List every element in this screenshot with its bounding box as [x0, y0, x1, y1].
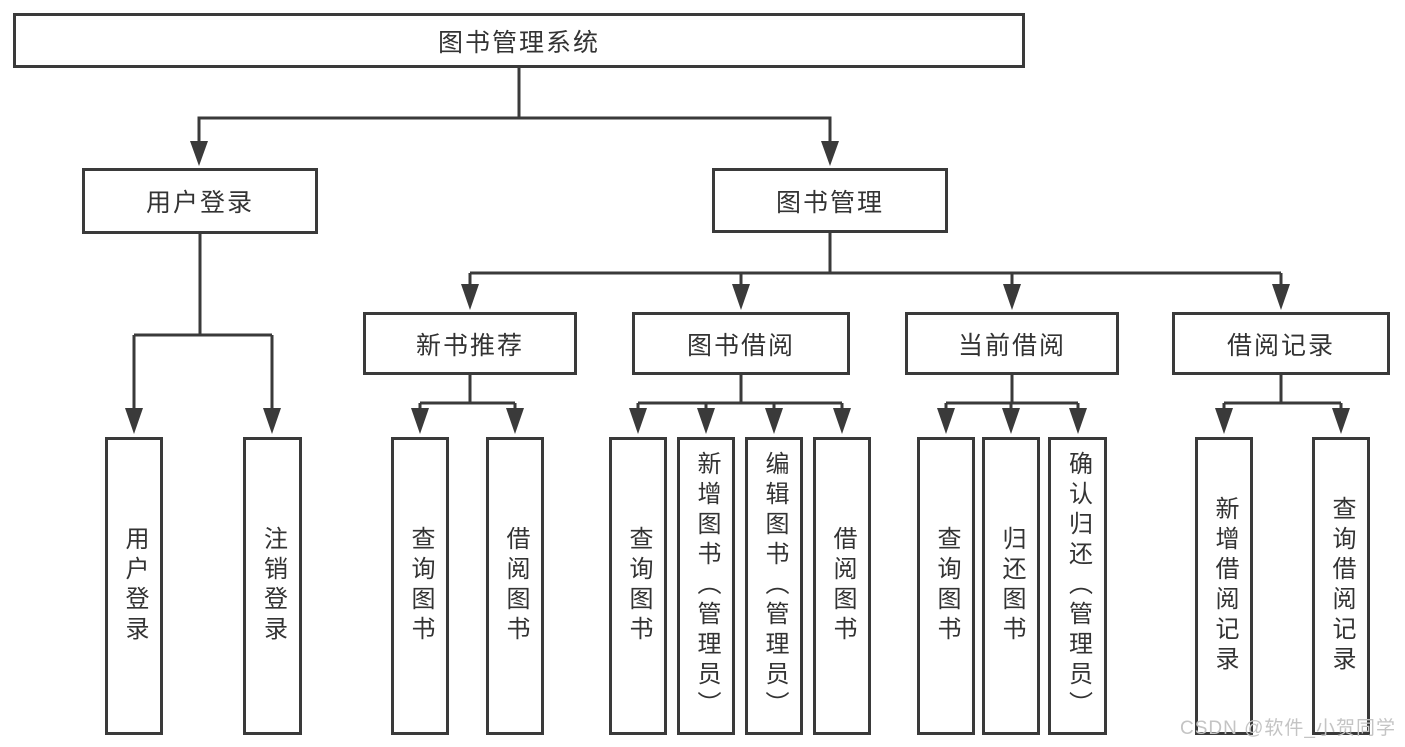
connector-book-borrow-children — [629, 375, 851, 434]
connector-root-to-level2 — [190, 68, 839, 166]
node-library-management-system: 图书管理系统 — [13, 13, 1025, 68]
leaf-search-books-recommend: 查询图书 — [391, 437, 449, 735]
leaf-confirm-return-admin: 确认归还（管理员） — [1048, 437, 1107, 735]
csdn-watermark: CSDN @软件_小贺同学 — [1180, 718, 1396, 739]
leaf-search-books-borrow: 查询图书 — [609, 437, 667, 735]
leaf-return-books: 归还图书 — [982, 437, 1040, 735]
leaf-add-borrow-record: 新增借阅记录 — [1195, 437, 1253, 735]
connector-borrow-records-children — [1215, 375, 1350, 434]
leaf-user-login: 用户登录 — [105, 437, 163, 735]
node-new-book-recommendation: 新书推荐 — [363, 312, 577, 375]
leaf-add-books-admin: 新增图书（管理员） — [677, 437, 735, 735]
node-borrowing-records: 借阅记录 — [1172, 312, 1390, 375]
connector-current-borrow-children — [937, 375, 1087, 434]
leaf-search-books-current: 查询图书 — [917, 437, 975, 735]
node-current-borrowing: 当前借阅 — [905, 312, 1119, 375]
node-book-borrowing: 图书借阅 — [632, 312, 850, 375]
leaf-borrow-books-recommend: 借阅图书 — [486, 437, 544, 735]
connector-new-book-children — [411, 375, 524, 434]
connector-book-management-children — [461, 233, 1290, 310]
leaf-search-borrow-record: 查询借阅记录 — [1312, 437, 1370, 735]
node-book-management: 图书管理 — [712, 168, 948, 233]
node-user-login: 用户登录 — [82, 168, 318, 234]
leaf-borrow-books: 借阅图书 — [813, 437, 871, 735]
leaf-edit-books-admin: 编辑图书（管理员） — [745, 437, 803, 735]
leaf-logout: 注销登录 — [243, 437, 302, 735]
connector-user-login-children — [125, 234, 281, 434]
